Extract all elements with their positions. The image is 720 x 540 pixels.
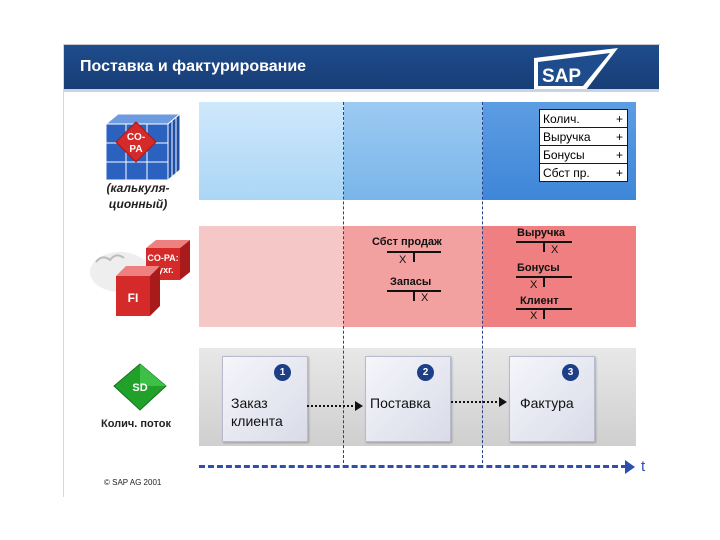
document-label-line1: Заказ (231, 395, 268, 411)
table-row-sign: + (615, 147, 623, 162)
timeline-arrow-head (625, 460, 635, 474)
fi-band-step2 (344, 226, 483, 327)
fi-big-cube-text: FI (128, 291, 139, 305)
table-row: Колич. + (540, 110, 627, 128)
copa-cube-text-1: CO- (127, 132, 145, 143)
flow-arrow-1 (307, 405, 357, 407)
sd-cube-icon: SD (113, 363, 167, 411)
copyright-text: © SAP AG 2001 (104, 478, 162, 487)
document-delivery: 2 Поставка (365, 356, 451, 442)
table-row-label: Бонусы (543, 147, 585, 162)
step-number-badge: 3 (562, 364, 579, 381)
t-account-entry: X (530, 310, 538, 322)
flow-arrow-head-1 (355, 401, 363, 411)
t-account-title: Запасы (390, 276, 432, 288)
sap-logo-text: SAP (542, 66, 581, 87)
header-rule (64, 89, 659, 92)
t-account-title: Бонусы (517, 262, 560, 274)
table-row: Выручка + (540, 128, 627, 146)
fi-small-cube-text-1: CO-PA: (147, 253, 178, 263)
t-account-entry: X (421, 292, 429, 304)
copa-cube-icon: CO- PA (104, 112, 182, 182)
table-row-sign: + (615, 111, 623, 126)
timeline-axis (199, 465, 627, 468)
copa-band-step1 (199, 102, 344, 200)
document-invoice: 3 Фактура (509, 356, 595, 442)
t-account-stem (413, 291, 415, 301)
sd-caption: Колич. поток (101, 418, 171, 430)
fi-small-cube-text-2: бухг. (153, 265, 174, 275)
copa-cube-text-2: PA (129, 144, 142, 155)
table-row: Бонусы + (540, 146, 627, 164)
flow-arrow-head-2 (499, 397, 507, 407)
step-number-badge: 1 (274, 364, 291, 381)
t-account-stem (543, 309, 545, 319)
step-divider-2 (482, 102, 483, 468)
table-row-label: Выручка (543, 129, 591, 144)
copa-caption-line2: ционный) (108, 197, 168, 211)
document-label-line1: Поставка (370, 395, 431, 411)
slide-title: Поставка и фактурирование (80, 58, 307, 75)
fi-band-step1 (199, 226, 344, 327)
step-divider-1 (343, 102, 344, 468)
fi-cube-icon: CO-PA: бухг. FI (90, 240, 190, 316)
flow-arrow-2 (451, 401, 501, 403)
copa-value-table: Колич. + Выручка + Бонусы + Сбст пр. + (539, 109, 628, 182)
table-row-sign: + (615, 129, 623, 144)
document-label-line1: Фактура (520, 395, 574, 411)
table-row: Сбст пр. + (540, 164, 627, 181)
t-account-entry: X (399, 254, 407, 266)
t-account-stem (543, 277, 545, 287)
sap-logo: SAP (534, 48, 618, 90)
step-number-badge: 2 (417, 364, 434, 381)
t-account-title: Клиент (520, 295, 559, 307)
document-sales-order: 1 Заказ клиента (222, 356, 308, 442)
table-row-label: Сбст пр. (543, 165, 590, 180)
t-account-entry: X (551, 244, 559, 256)
document-label-line2: клиента (231, 413, 283, 429)
table-row-sign: + (615, 165, 623, 180)
t-account-title: Сбст продаж (372, 236, 442, 248)
t-account-title: Выручка (517, 227, 566, 239)
table-row-label: Колич. (543, 111, 580, 126)
copa-caption-line1: (калькуля- (106, 181, 170, 195)
t-account-entry: X (530, 279, 538, 291)
t-account-stem (543, 242, 545, 252)
copa-band-step2 (344, 102, 483, 200)
timeline-label: t (641, 458, 646, 475)
t-account-stem (413, 252, 415, 262)
sd-cube-text: SD (132, 382, 147, 394)
